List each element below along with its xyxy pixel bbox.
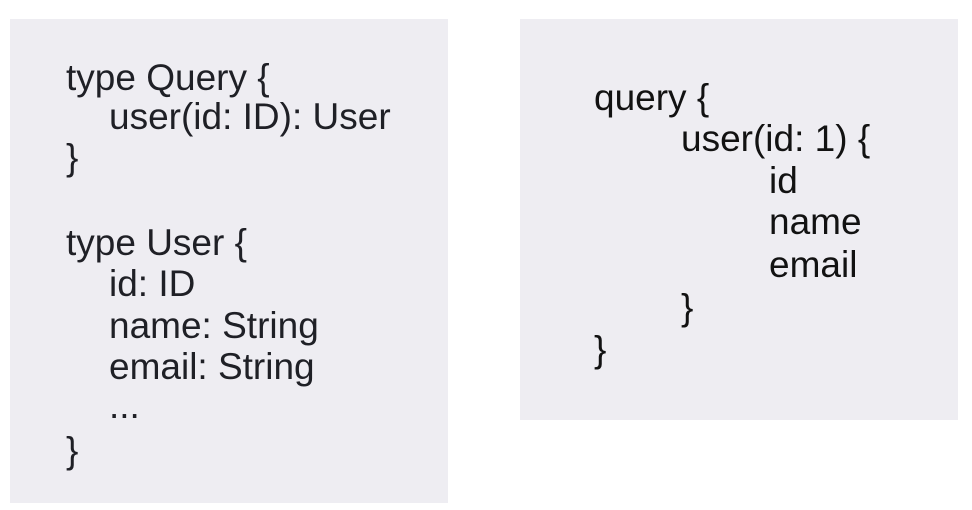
schema-panel: type Query { user(id: ID): User } type U… <box>10 19 448 503</box>
query-line-query-close: } <box>594 329 607 370</box>
schema-line-user-field: user(id: ID): User <box>109 96 391 137</box>
query-line-user-close: } <box>681 287 694 328</box>
query-panel: query { user(id: 1) { id name email } } <box>520 19 958 420</box>
schema-line-id-field: id: ID <box>109 263 196 304</box>
schema-line-name-field: name: String <box>109 305 319 346</box>
query-line-id-field: id <box>769 160 798 201</box>
schema-line-type-user-open: type User { <box>66 222 247 263</box>
schema-line-type-user-close: } <box>66 430 79 471</box>
schema-line-ellipsis: ... <box>109 385 140 426</box>
schema-line-type-query-open: type Query { <box>66 57 270 98</box>
query-line-name-field: name <box>769 201 862 242</box>
schema-line-type-query-close: } <box>66 137 79 178</box>
schema-line-email-field: email: String <box>109 346 315 387</box>
query-line-query-open: query { <box>594 77 710 118</box>
query-line-email-field: email <box>769 244 858 285</box>
query-line-user-open: user(id: 1) { <box>681 118 871 159</box>
